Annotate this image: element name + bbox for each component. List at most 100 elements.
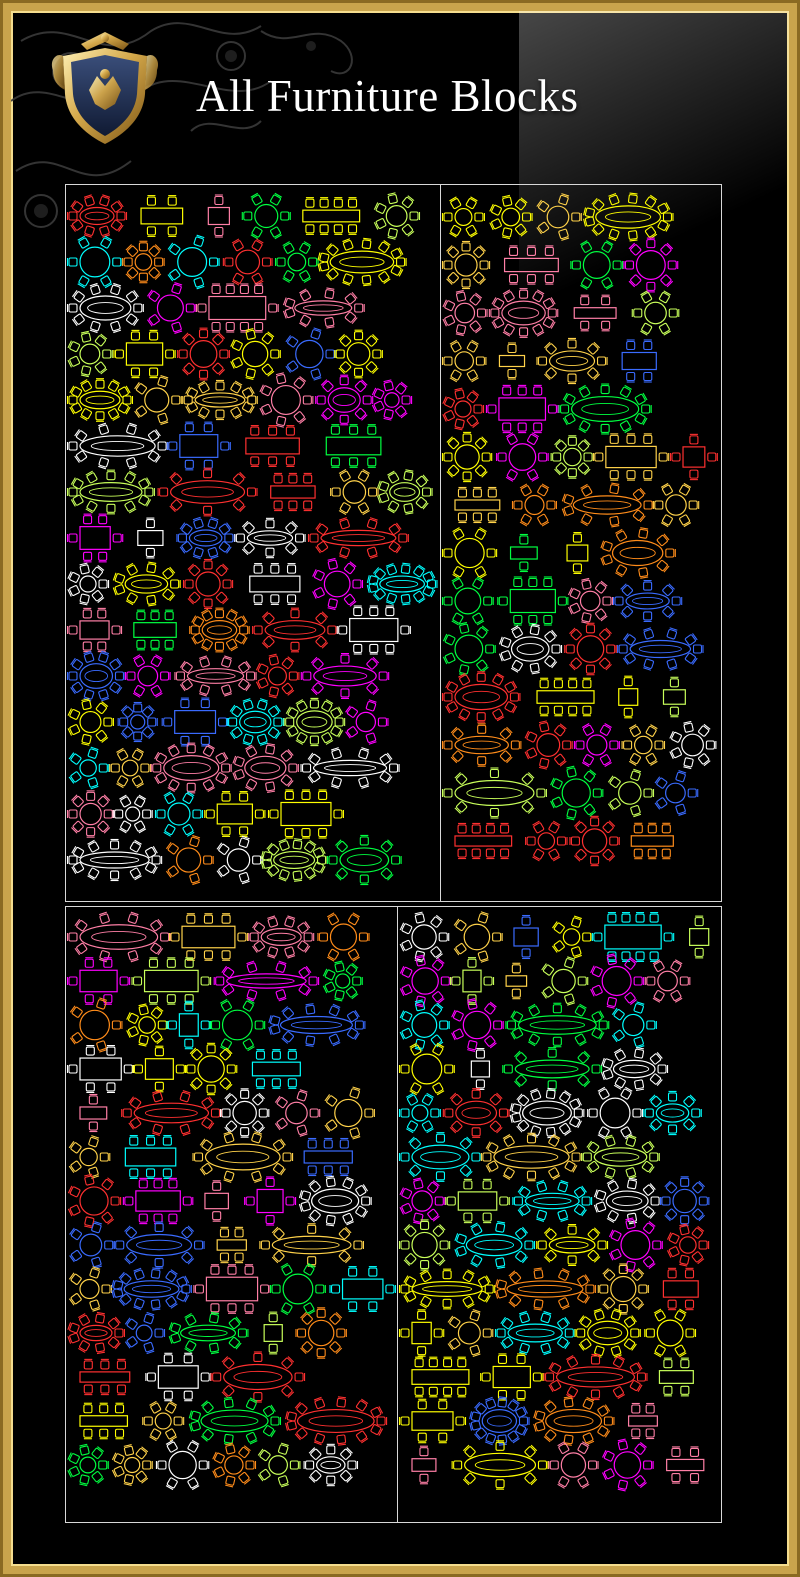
cad-block-11 <box>631 290 680 336</box>
cad-block-7 <box>449 957 495 1005</box>
cad-block-24 <box>192 1131 294 1183</box>
cad-block-77 <box>260 838 328 882</box>
cad-block-64 <box>68 746 110 790</box>
cad-block-21 <box>334 329 383 379</box>
cad-block-10 <box>573 294 617 332</box>
cad-block-46 <box>145 1352 212 1402</box>
cad-block-24 <box>182 379 258 421</box>
cad-block-43 <box>447 1308 494 1358</box>
cad-block-13 <box>451 998 504 1052</box>
cad-block-30 <box>512 1180 593 1222</box>
cad-block-47 <box>621 724 666 766</box>
cad-block-22 <box>592 433 670 481</box>
cad-block-16 <box>251 1049 301 1089</box>
cad-block-14 <box>536 337 608 385</box>
cad-block-57 <box>548 1441 599 1489</box>
cad-block-11 <box>209 998 266 1052</box>
cad-block-15 <box>184 1042 238 1096</box>
cad-block-15 <box>621 339 657 383</box>
cad-block-43 <box>263 1311 283 1355</box>
cad-block-49 <box>133 609 177 651</box>
cad-block-27 <box>652 482 700 528</box>
cad-block-56 <box>451 1440 549 1490</box>
cad-block-0 <box>66 911 171 963</box>
cad-block-12 <box>268 1003 366 1047</box>
cad-block-59 <box>117 701 158 743</box>
cad-block-38 <box>564 622 617 676</box>
cad-block-67 <box>232 742 299 794</box>
cad-block-30 <box>245 425 300 467</box>
cad-block-41 <box>307 517 409 559</box>
cad-block-45 <box>524 720 573 770</box>
cad-block-32 <box>659 1176 710 1226</box>
cad-block-38 <box>270 1262 326 1316</box>
cad-block-46 <box>312 557 364 611</box>
cad-block-31 <box>325 424 382 468</box>
cad-block-38 <box>137 517 164 559</box>
cad-block-48 <box>79 1402 129 1440</box>
cad-block-66 <box>150 742 232 794</box>
cad-block-44 <box>295 1307 347 1359</box>
cad-block-3 <box>317 912 370 962</box>
cad-block-31 <box>69 1221 115 1269</box>
cad-block-48 <box>669 720 717 770</box>
cad-block-74 <box>66 838 163 882</box>
cad-block-25 <box>303 1137 353 1177</box>
cad-block-14 <box>195 283 279 333</box>
cad-block-36 <box>376 469 433 515</box>
cad-block-3 <box>583 192 674 242</box>
cad-block-19 <box>219 1088 270 1138</box>
cad-block-8 <box>442 289 488 337</box>
cad-block-19 <box>441 431 493 483</box>
cad-block-16 <box>67 330 113 378</box>
cad-block-51 <box>607 768 655 818</box>
cad-block-40 <box>67 1311 126 1355</box>
cad-block-26 <box>480 1132 583 1182</box>
cad-block-57 <box>300 653 390 699</box>
cad-block-45 <box>574 1308 641 1358</box>
cad-block-2 <box>513 914 539 960</box>
cad-block-18 <box>121 1090 222 1136</box>
cad-block-35 <box>330 468 379 516</box>
cad-block-1 <box>489 194 533 240</box>
cad-block-3 <box>241 192 291 240</box>
cad-block-1 <box>140 195 184 237</box>
cad-block-48 <box>66 607 123 653</box>
cad-block-32 <box>66 469 155 515</box>
cad-block-27 <box>371 379 413 421</box>
cad-block-29 <box>166 421 231 471</box>
cad-block-41 <box>124 1311 166 1355</box>
cad-block-42 <box>618 675 639 719</box>
cad-block-45 <box>79 1358 131 1396</box>
cad-block-39 <box>176 516 235 560</box>
cad-block-42 <box>67 562 110 606</box>
cad-block-52 <box>654 770 699 816</box>
cad-block-21 <box>324 1086 375 1140</box>
cad-block-58 <box>67 698 114 746</box>
cad-block-40 <box>441 671 521 723</box>
cad-block-34 <box>567 577 614 625</box>
cad-block-40 <box>234 517 306 559</box>
cad-block-12 <box>441 339 487 383</box>
cad-block-56 <box>257 1442 301 1488</box>
cad-block-37 <box>66 513 124 563</box>
cad-block-54 <box>155 1439 210 1491</box>
cad-block-6 <box>213 960 320 1002</box>
cad-block-48 <box>480 1353 544 1401</box>
cad-block-15 <box>611 1001 657 1049</box>
cad-block-22 <box>68 1135 111 1179</box>
cad-block-16 <box>398 1042 455 1096</box>
cad-block-9 <box>222 238 273 286</box>
cad-block-55 <box>411 1445 437 1485</box>
cad-block-16 <box>442 387 485 431</box>
cad-block-34 <box>259 1223 365 1267</box>
cad-block-20 <box>398 1092 441 1134</box>
cad-block-34 <box>270 472 316 512</box>
cad-block-10 <box>590 953 645 1009</box>
cad-block-57 <box>303 1443 359 1487</box>
cad-block-14 <box>505 1002 610 1048</box>
cad-block-7 <box>623 237 679 293</box>
cad-block-22 <box>66 378 134 422</box>
cad-block-69 <box>66 790 115 838</box>
cad-block-30 <box>298 1175 372 1227</box>
